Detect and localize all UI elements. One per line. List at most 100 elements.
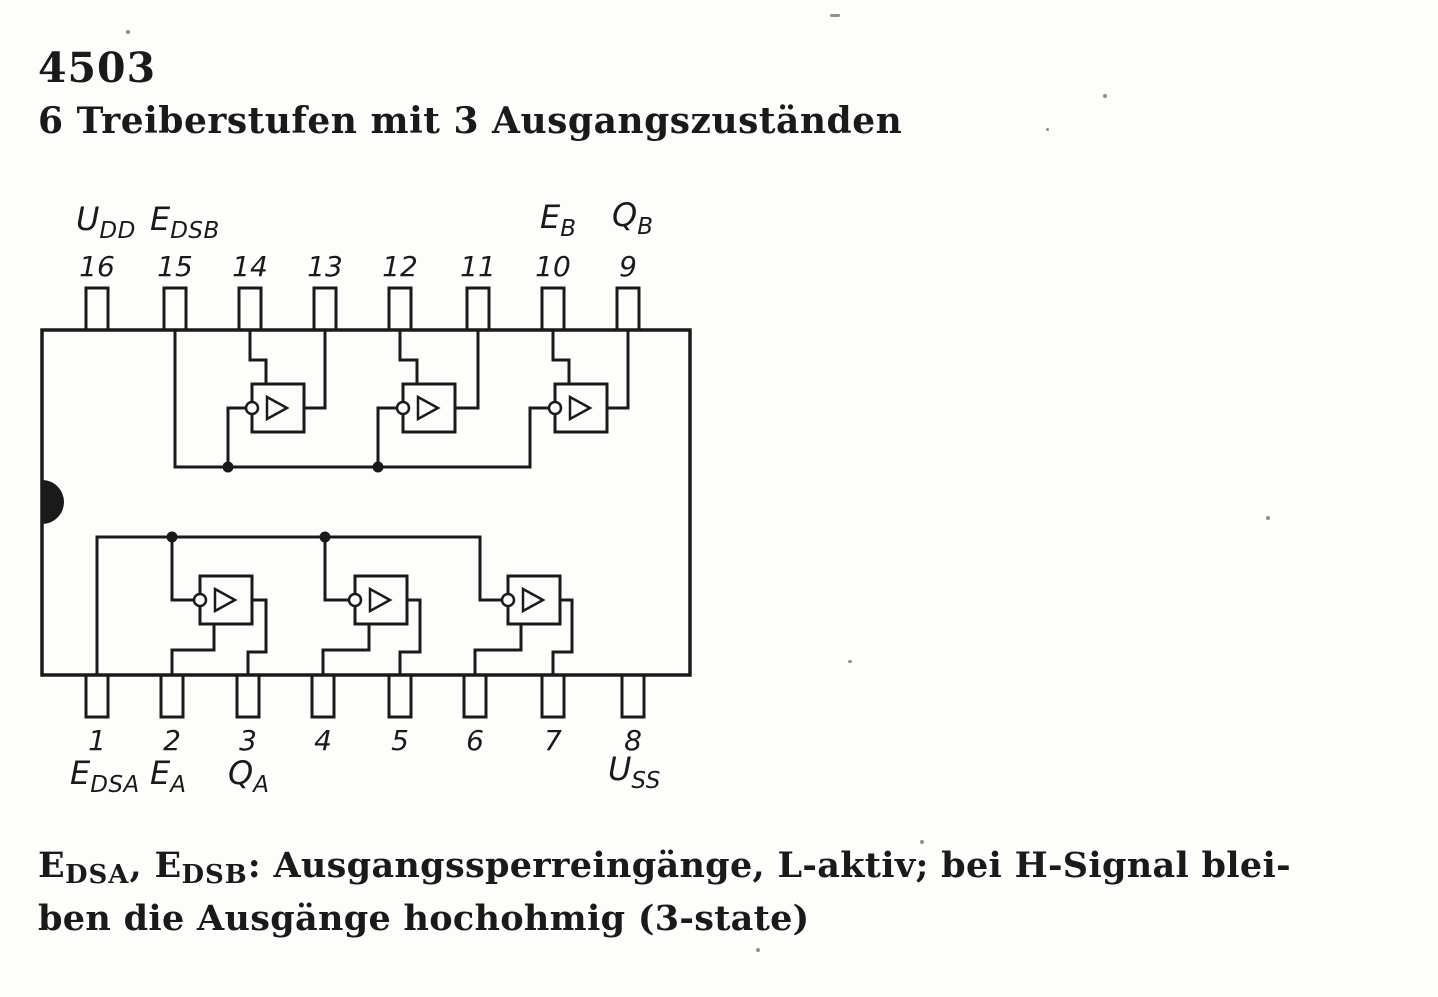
footnote-ref-edsa: EDSA <box>38 845 130 890</box>
pin-stub-16 <box>84 286 110 333</box>
pin-number-7: 7 <box>544 724 562 757</box>
footnote-line2: ben die Ausgänge hochohmig (3-state) <box>38 897 810 939</box>
pin-number-13: 13 <box>307 250 343 283</box>
pin-label-main: E <box>150 754 171 792</box>
wire-input-pin2 <box>170 624 216 674</box>
pin-number-3: 3 <box>239 724 257 757</box>
pin-label-main: Q <box>612 196 638 234</box>
pin-number-4: 4 <box>314 724 332 757</box>
enable-bubble <box>192 592 208 608</box>
wire-output-pin7 <box>551 598 574 674</box>
enable-bubble <box>395 400 411 416</box>
buffer-symbol-1 <box>244 382 306 434</box>
buffer-triangle <box>416 394 441 422</box>
pin-number-9: 9 <box>619 250 637 283</box>
pin-stub-12 <box>387 286 413 333</box>
pin-stub-8 <box>620 672 646 719</box>
scan-speck <box>756 948 760 952</box>
pin-number-5: 5 <box>391 724 409 757</box>
pin-label-sub: A <box>170 772 187 798</box>
wiring <box>95 331 630 674</box>
wire-output-pin3 <box>246 598 268 674</box>
junction-dots <box>166 461 384 543</box>
scan-speck <box>848 660 852 663</box>
buffer-triangle <box>368 586 393 614</box>
wire-input-pin10 <box>551 331 571 384</box>
pin-stub-14 <box>237 286 263 333</box>
pin-label-main: U <box>76 200 100 238</box>
pin-number-1: 1 <box>88 724 106 757</box>
wire-input-pin12 <box>398 331 419 384</box>
buffer-symbol-3 <box>547 382 609 434</box>
scan-speck <box>126 30 130 34</box>
pin-number-14: 14 <box>232 250 268 283</box>
pin-label-main: E <box>150 200 171 238</box>
pin-label-main: E <box>540 198 561 236</box>
enable-bubble <box>244 400 260 416</box>
pin-number-15: 15 <box>157 250 193 283</box>
pin-label-udd: UDD <box>76 200 136 244</box>
enable-bubble <box>500 592 516 608</box>
buffer-triangle <box>521 586 546 614</box>
scan-speck <box>920 840 924 844</box>
pin-label-sub: DD <box>99 218 136 244</box>
footnote-separator: , <box>129 845 155 886</box>
wire-output-pin11 <box>455 331 480 410</box>
buffer-triangle <box>213 586 238 614</box>
pin-label-qb: QB <box>612 196 653 240</box>
enable-bubble <box>547 400 563 416</box>
pin-number-12: 12 <box>382 250 418 283</box>
pin-stubs <box>84 286 646 719</box>
pin-label-sub: DSB <box>170 218 220 244</box>
pin-stub-15 <box>162 286 188 333</box>
wire-output-pin13 <box>304 331 327 410</box>
pin-label-main: E <box>70 754 91 792</box>
pin-label-main: U <box>608 750 632 788</box>
wire-edsb-branch-1 <box>226 406 250 467</box>
wire-input-pin14 <box>248 331 268 384</box>
pin-label-eb: EB <box>540 198 577 242</box>
pin-label-sub: DSA <box>90 772 140 798</box>
buffer-triangle <box>568 394 593 422</box>
pin-number-8: 8 <box>624 724 642 757</box>
wire-input-pin4 <box>321 624 371 674</box>
buffer-symbol-4 <box>192 574 254 626</box>
pin-number-11: 11 <box>460 250 496 283</box>
buffer-symbols <box>192 382 609 626</box>
pin-number-10: 10 <box>535 250 571 283</box>
buffer-symbol-6 <box>500 574 562 626</box>
pin-number-16: 16 <box>79 250 115 283</box>
pin-label-edsb: EDSB <box>150 200 220 244</box>
part-number: 4503 <box>38 44 157 92</box>
pin-stub-5 <box>387 672 413 719</box>
pin-stub-4 <box>310 672 336 719</box>
page-subtitle: 6 Treiberstufen mit 3 Ausgangszuständen <box>38 100 903 142</box>
wire-edsa-branch-2 <box>323 537 353 602</box>
footnote-line1: : Ausgangssperreingänge, L-aktiv; bei H-… <box>247 845 1291 886</box>
pin-label-qa: QA <box>228 754 269 798</box>
pin-stub-1 <box>84 672 110 719</box>
wire-edsb-branch-2 <box>376 406 401 467</box>
scan-speck <box>1266 516 1270 520</box>
pin-label-edsa: EDSA <box>70 754 140 798</box>
pin-label-sub: A <box>253 772 270 798</box>
pin-label-sub: B <box>560 216 577 242</box>
pin-label-sub: SS <box>631 768 661 794</box>
pin-label-uss: USS <box>608 750 661 794</box>
pin-label-sub: B <box>637 214 654 240</box>
scan-speck <box>830 14 840 17</box>
buffer-symbol-2 <box>395 382 457 434</box>
wire-edsa-bus <box>95 535 506 674</box>
buffer-triangle <box>265 394 290 422</box>
pin-stub-7 <box>540 672 566 719</box>
pin-stub-3 <box>235 672 261 719</box>
pin-number-6: 6 <box>466 724 484 757</box>
pin-stub-11 <box>465 286 491 333</box>
pin-label-ea: EA <box>150 754 186 798</box>
wire-input-pin6 <box>473 624 523 674</box>
pin-stub-10 <box>540 286 566 333</box>
pin-stub-2 <box>159 672 185 719</box>
pin-number-2: 2 <box>163 724 181 757</box>
pin-label-main: Q <box>228 754 254 792</box>
pin-stub-13 <box>312 286 338 333</box>
